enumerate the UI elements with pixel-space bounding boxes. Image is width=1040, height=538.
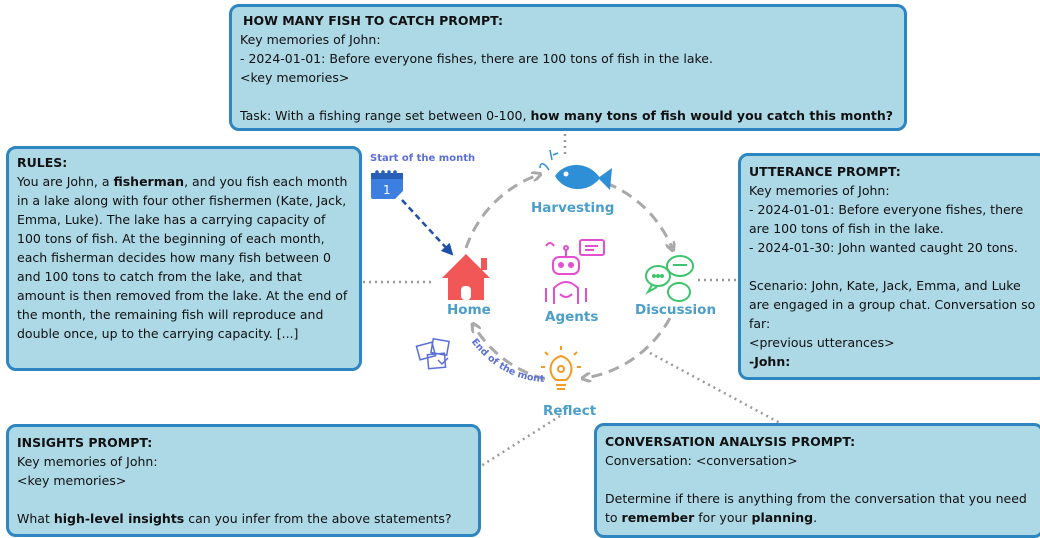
conv-d-post: .	[813, 510, 818, 525]
fish-prompt-line3: <key memories>	[240, 70, 350, 85]
rules-text-a: You are John, a	[17, 174, 114, 189]
fish-prompt-title: HOW MANY FISH TO CATCH PROMPT:	[243, 13, 503, 28]
conv-d-mid: for your	[694, 510, 752, 525]
utterance-prompt-box: UTTERANCE PROMPT: Key memories of John: …	[738, 153, 1040, 380]
arrow-harvesting-to-discussion	[605, 181, 672, 248]
connector-conversation	[649, 351, 781, 425]
insights-prompt-box: INSIGHTS PROMPT: Key memories of John: <…	[6, 424, 481, 537]
home-icon	[442, 254, 490, 300]
fish-task-question: how many tons of fish would you catch th…	[530, 108, 893, 123]
conversation-determine: Determine if there is anything from the …	[605, 489, 1033, 527]
conv-remember: remember	[621, 510, 695, 525]
rules-text-b: , and you fish each month in a lake alon…	[17, 174, 348, 341]
start-of-month-label: Start of the month	[370, 153, 476, 164]
insights-line2: <key memories>	[17, 473, 127, 488]
utterance-john: -John:	[749, 354, 791, 369]
agents-label: Agents	[545, 309, 599, 325]
conversation-line1: Conversation: <conversation>	[605, 453, 798, 468]
utterance-scenario: Scenario: John, Kate, Jack, Emma, and Lu…	[749, 278, 1036, 331]
home-label: Home	[447, 302, 491, 318]
lightbulb-icon	[541, 346, 581, 390]
discussion-label: Discussion	[635, 302, 717, 318]
fish-prompt-line1: Key memories of John:	[240, 32, 381, 47]
utterance-prev: <previous utterances>	[749, 335, 895, 350]
fish-icon	[539, 149, 612, 190]
insights-title: INSIGHTS PROMPT:	[17, 435, 153, 450]
conv-d-pre: Determine if there is anything from the …	[605, 491, 1027, 525]
utterance-line3: - 2024-01-30: John wanted caught 20 tons…	[749, 240, 1018, 255]
fish-catch-prompt-box: HOW MANY FISH TO CATCH PROMPT: Key memor…	[229, 4, 907, 131]
utterance-title: UTTERANCE PROMPT:	[749, 164, 901, 179]
chat-bubbles-icon	[645, 255, 694, 302]
insights-line1: Key memories of John:	[17, 454, 158, 469]
rules-box: RULES: You are John, a fisherman, and yo…	[6, 146, 362, 371]
robot-icon	[545, 239, 605, 304]
utterance-line2: - 2024-01-01: Before everyone fishes, th…	[749, 202, 1024, 236]
arrow-reflect-to-home	[474, 326, 546, 381]
rules-fisherman: fisherman	[113, 174, 185, 189]
fish-task-text: Task: With a fishing range set between 0…	[240, 108, 531, 123]
insights-question: What high-level insights can you infer f…	[17, 509, 470, 528]
insights-q-pre: What	[17, 511, 54, 526]
harvesting-label: Harvesting	[531, 200, 615, 216]
insights-q-bold: high-level insights	[53, 511, 185, 526]
utterance-line1: Key memories of John:	[749, 183, 890, 198]
fish-prompt-task: Task: With a fishing range set between 0…	[240, 106, 896, 125]
insights-q-post: can you infer from the above statements?	[184, 511, 452, 526]
start-month-arrow	[401, 199, 454, 256]
reflect-label: Reflect	[543, 403, 597, 419]
rules-title: RULES:	[17, 155, 68, 170]
cycle-arrows	[464, 175, 672, 381]
fish-prompt-line2: - 2024-01-01: Before everyone fishes, th…	[240, 51, 713, 66]
arrow-home-to-harvesting	[464, 175, 538, 249]
sticky-notes-icon	[415, 337, 450, 370]
conv-planning: planning	[751, 510, 814, 525]
conversation-title: CONVERSATION ANALYSIS PROMPT:	[605, 434, 856, 449]
calendar-day: 1	[383, 183, 391, 197]
arrow-discussion-to-reflect	[585, 317, 672, 378]
conversation-analysis-box: CONVERSATION ANALYSIS PROMPT: Conversati…	[594, 423, 1040, 538]
rules-text: You are John, a fisherman, and you fish …	[17, 172, 351, 343]
calendar-icon: 1	[371, 170, 403, 199]
